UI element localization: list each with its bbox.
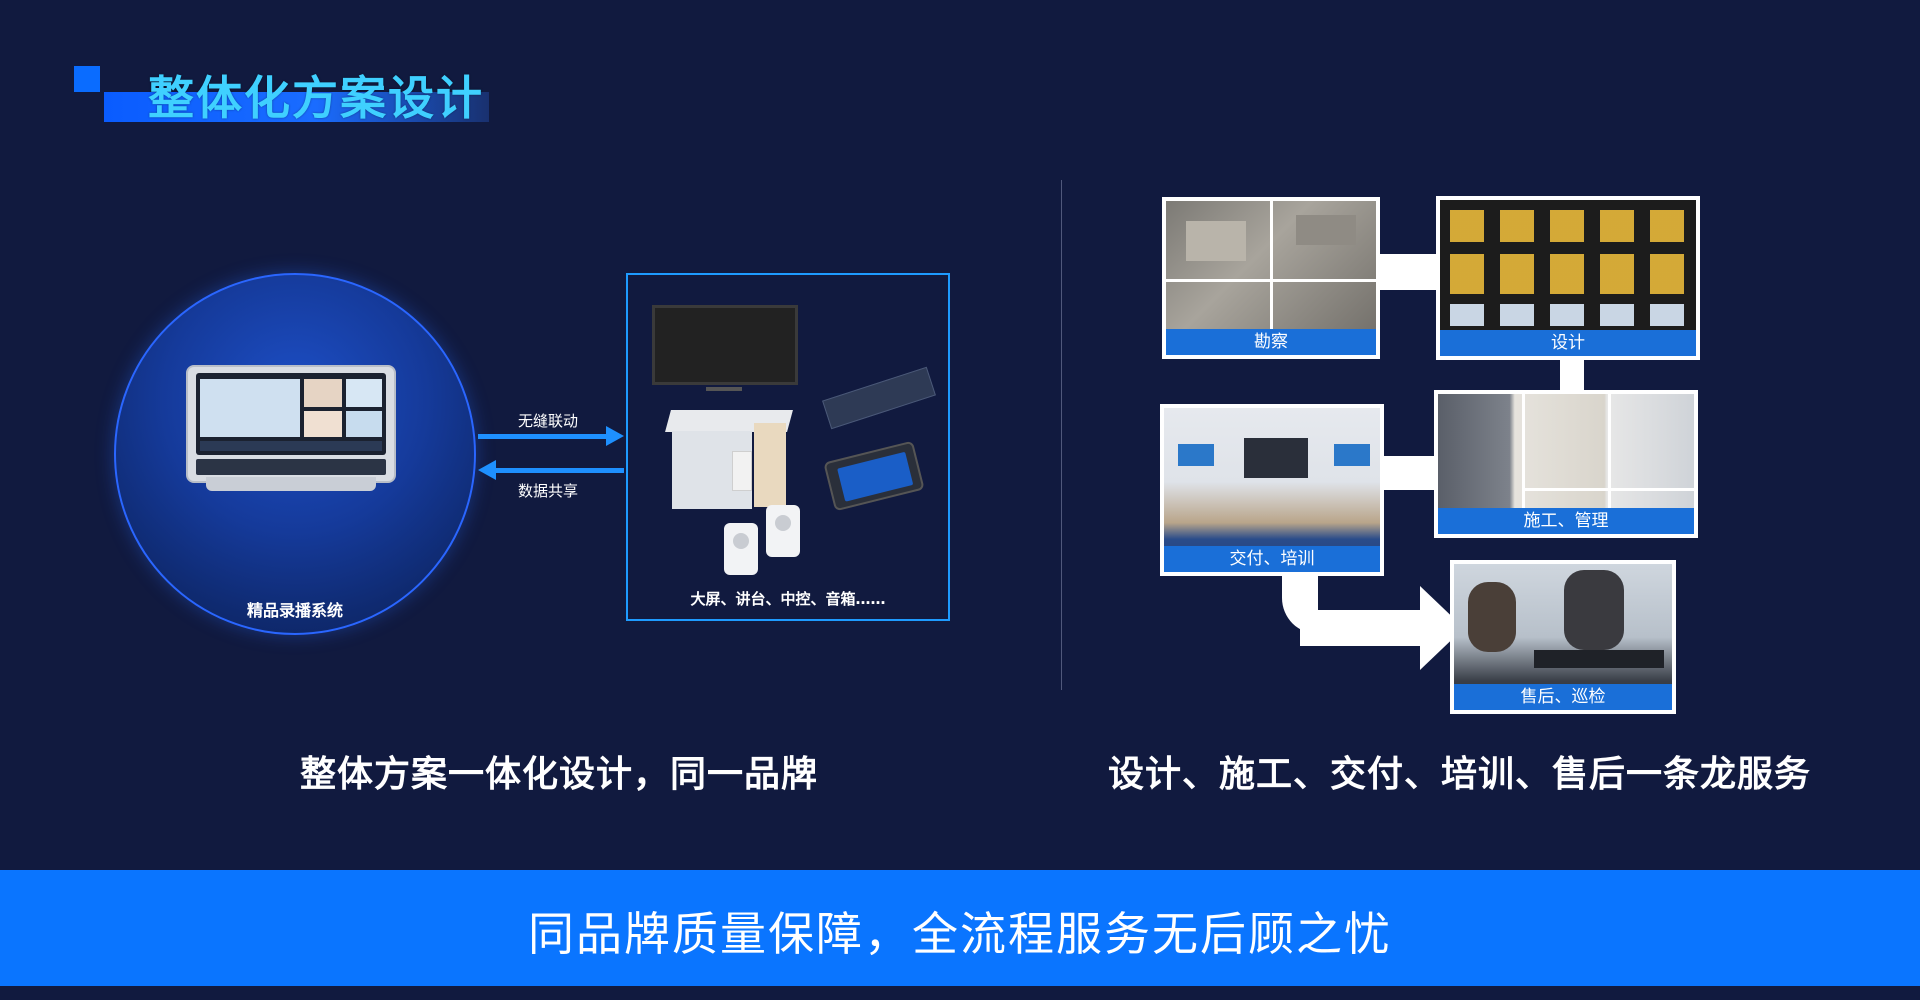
left-section-caption: 整体方案一体化设计，同一品牌 xyxy=(300,754,819,795)
step-construction-management-label: 施工、管理 xyxy=(1438,508,1694,534)
step-survey-label: 勘察 xyxy=(1166,329,1376,355)
recording-system-circle: 精品录播系统 xyxy=(114,273,476,635)
title-square-decoration xyxy=(74,66,100,92)
step-design: 设计 xyxy=(1436,196,1700,360)
speaker-image xyxy=(766,505,800,557)
page-title: 整体化方案设计 xyxy=(148,71,484,125)
right-section-caption: 设计、施工、交付、培训、售后一条龙服务 xyxy=(1108,754,1812,795)
speaker-image xyxy=(724,523,758,575)
control-panel-image xyxy=(823,440,925,512)
arrow-left xyxy=(478,460,624,480)
rack-device-image xyxy=(822,366,936,430)
products-box: 大屏、讲台、中控、音箱…… xyxy=(626,273,950,621)
large-screen-image xyxy=(652,305,798,385)
connector-delivery-aftersales-h xyxy=(1300,610,1430,646)
bottom-banner: 同品牌质量保障，全流程服务无后顾之忧 xyxy=(0,870,1920,986)
connector-construction-delivery xyxy=(1378,456,1438,490)
page-header: 整体化方案设计 xyxy=(74,62,494,125)
step-construction-management: 施工、管理 xyxy=(1434,390,1698,538)
step-aftersales-inspection-label: 售后、巡检 xyxy=(1454,684,1672,710)
step-aftersales-inspection: 售后、巡检 xyxy=(1450,560,1676,714)
section-divider xyxy=(1061,180,1062,690)
banner-text: 同品牌质量保障，全流程服务无后顾之忧 xyxy=(528,907,1392,961)
connector-survey-design xyxy=(1378,254,1438,290)
recording-system-label: 精品录播系统 xyxy=(246,601,343,620)
step-survey: 勘察 xyxy=(1162,197,1380,359)
arrow-right xyxy=(478,426,624,446)
arrow-bottom-label: 数据共享 xyxy=(518,482,579,500)
step-delivery-training-label: 交付、培训 xyxy=(1164,546,1380,572)
title-bar-decoration xyxy=(104,92,489,122)
connector-design-construction xyxy=(1560,360,1584,392)
recording-system-device-image xyxy=(186,365,396,491)
step-design-label: 设计 xyxy=(1440,330,1696,356)
arrow-top-label: 无缝联动 xyxy=(518,412,579,430)
products-label: 大屏、讲台、中控、音箱…… xyxy=(690,590,886,608)
step-delivery-training: 交付、培训 xyxy=(1160,404,1384,576)
